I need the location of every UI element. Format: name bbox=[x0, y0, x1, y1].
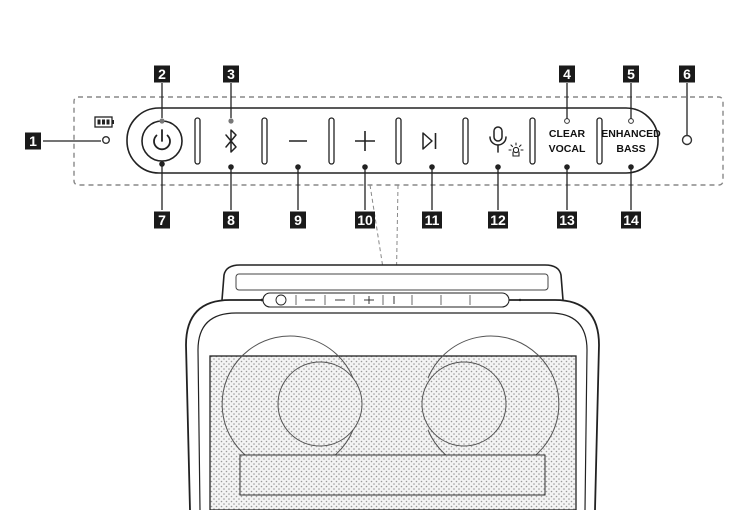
callout-number: 1 bbox=[29, 133, 37, 149]
callout-number: 3 bbox=[227, 66, 235, 82]
callout-badge-11: 11 bbox=[422, 212, 442, 229]
callout-number: 4 bbox=[563, 66, 571, 82]
callout-badge-6: 6 bbox=[679, 66, 695, 83]
callout-badge-5: 5 bbox=[623, 66, 639, 83]
speaker-top-buttons bbox=[261, 293, 522, 307]
enhanced-bass-label-1: ENHANCED bbox=[601, 128, 661, 140]
callout-badge-10: 10 bbox=[355, 212, 375, 229]
callout-number: 14 bbox=[623, 212, 639, 228]
power-led bbox=[159, 118, 164, 123]
callout-number: 12 bbox=[490, 212, 506, 228]
callout-number: 5 bbox=[627, 66, 635, 82]
clear-vocal-label-1: CLEAR bbox=[549, 128, 586, 140]
enhanced-bass-led bbox=[629, 119, 634, 124]
battery-icon bbox=[95, 117, 114, 127]
light-sensor bbox=[683, 136, 692, 145]
callout-number: 8 bbox=[227, 212, 235, 228]
callout-badge-12: 12 bbox=[488, 212, 508, 229]
callout-badge-7: 7 bbox=[154, 212, 170, 229]
bluetooth-led bbox=[228, 118, 233, 123]
enhanced-bass-label-2: BASS bbox=[616, 143, 645, 155]
callout-badge-8: 8 bbox=[223, 212, 239, 229]
callout-number: 6 bbox=[683, 66, 691, 82]
callout-badge-3: 3 bbox=[223, 66, 239, 83]
callout-badge-4: 4 bbox=[559, 66, 575, 83]
clear-vocal-label-2: VOCAL bbox=[549, 143, 586, 155]
callout-number: 7 bbox=[158, 212, 166, 228]
callout-number: 13 bbox=[559, 212, 575, 228]
clear-vocal-led bbox=[565, 119, 570, 124]
callout-badge-2: 2 bbox=[154, 66, 170, 83]
callout-number: 10 bbox=[357, 212, 373, 228]
battery-led bbox=[103, 137, 110, 144]
callout-badge-9: 9 bbox=[290, 212, 306, 229]
callout-number: 2 bbox=[158, 66, 166, 82]
callout-number: 11 bbox=[425, 212, 440, 228]
button-strip bbox=[127, 108, 658, 173]
callout-number: 9 bbox=[294, 212, 302, 228]
callout-badge-14: 14 bbox=[621, 212, 641, 229]
callout-badge-13: 13 bbox=[557, 212, 577, 229]
callout-badge-1: 1 bbox=[25, 133, 41, 150]
